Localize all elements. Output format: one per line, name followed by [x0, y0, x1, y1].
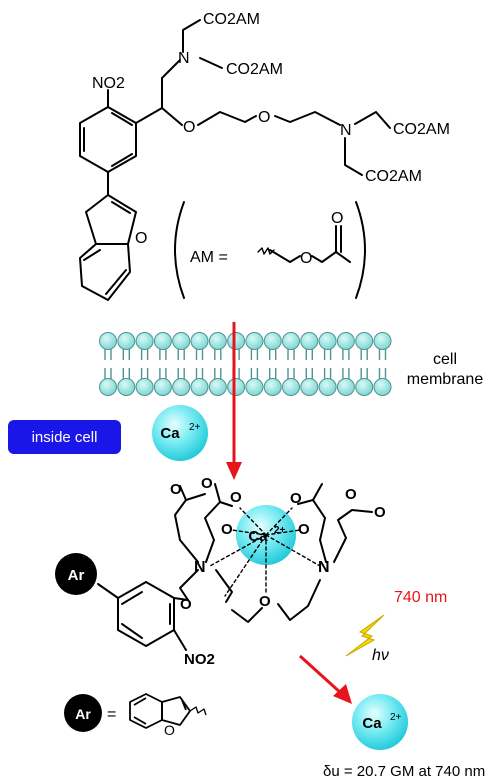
co2am-label-2: CO2AM	[226, 61, 283, 78]
ether-o-label-1: O	[183, 119, 195, 136]
lipid-head	[300, 332, 319, 350]
lipid-head	[227, 378, 246, 396]
lipid-head	[135, 332, 154, 350]
lipid-head	[172, 378, 191, 396]
lipid-head	[117, 332, 136, 350]
nitro-label: NO2	[92, 75, 125, 92]
ar-equals: =	[107, 706, 116, 723]
inside-cell-badge: inside cell	[8, 420, 121, 454]
lipid-head	[245, 332, 264, 350]
complex-o-1: O	[170, 481, 182, 498]
membrane-label-line2: membrane	[407, 371, 484, 388]
lipid-head	[300, 378, 319, 396]
lipid-head	[373, 332, 392, 350]
top-molecule	[79, 19, 391, 301]
lipid-head	[282, 378, 300, 396]
ether-o-label-2: O	[258, 109, 270, 126]
complex-amine-1: N	[194, 559, 206, 576]
membrane-label-line1: cell	[433, 351, 457, 368]
complex-labels: N N O O O O O O O O O O Ca 2+ NO2	[170, 475, 386, 668]
photon-label: hν	[372, 647, 389, 664]
lipid-head	[282, 332, 300, 350]
lipid-head	[117, 378, 136, 396]
lipid-head	[263, 332, 282, 350]
lightning-bolt-icon	[345, 614, 385, 657]
am-ester-o-label: O	[300, 250, 312, 267]
lipid-head	[336, 332, 355, 350]
lipid-head	[355, 332, 374, 350]
lipid-head	[355, 378, 374, 396]
lipid-head	[153, 332, 172, 350]
cross-section-label: δu = 20.7 GM at 740 nm	[323, 763, 485, 780]
lipid-head	[190, 378, 209, 396]
calcium-ion-released: Ca 2+	[352, 694, 408, 750]
released-ion-charge: 2+	[390, 712, 402, 723]
am-definition-label: AM =	[190, 249, 228, 266]
lipid-head	[99, 332, 117, 350]
lipid-head	[227, 332, 246, 350]
ar-furan-o: O	[164, 722, 175, 738]
am-carbonyl-o-label: O	[331, 210, 343, 227]
complex-nitro-label: NO2	[184, 651, 215, 668]
complex-ion-charge: 2+	[274, 525, 286, 536]
ar-benzo-ring	[129, 693, 163, 729]
ar-furan-ring	[161, 696, 191, 726]
lipid-head	[190, 332, 209, 350]
complex-o-9: O	[180, 596, 192, 613]
complex-o-8: O	[298, 521, 310, 538]
lipid-head	[373, 378, 392, 396]
complex-ion-symbol: Ca	[248, 528, 268, 545]
lipid-head	[336, 378, 355, 396]
complex-o-5: O	[290, 490, 302, 507]
lipid-head	[318, 378, 337, 396]
lipid-head	[153, 378, 172, 396]
furan-ring	[85, 194, 137, 245]
lipid-head	[318, 332, 337, 350]
lipid-head	[99, 378, 117, 396]
ar-definition: Ar = O	[64, 693, 207, 738]
lipid-head	[245, 378, 264, 396]
complex-amine-2: N	[318, 559, 330, 576]
ar-group-circle: Ar	[55, 553, 97, 595]
furan-o-label: O	[135, 230, 147, 247]
wavelength-label: 740 nm	[394, 589, 447, 606]
release-arrow	[298, 654, 352, 704]
co2am-label-3: CO2AM	[393, 121, 450, 138]
lipid-head	[135, 378, 154, 396]
lipid-head	[208, 378, 227, 396]
co2am-label-1: CO2AM	[203, 11, 260, 28]
lipid-head	[208, 332, 227, 350]
lipid-head	[172, 332, 191, 350]
top-molecule-labels: CO2AM CO2AM CO2AM CO2AM NO2 N N O O O AM…	[92, 11, 450, 267]
complex-o-4: O	[221, 521, 233, 538]
complex-nitro-ring	[117, 581, 175, 647]
complex-o-2: O	[201, 475, 213, 492]
amine-label-1: N	[178, 50, 190, 67]
complex-o-3: O	[230, 489, 242, 506]
complex-o-6: O	[345, 486, 357, 503]
released-ion-symbol: Ca	[362, 715, 382, 732]
uptake-arrow	[226, 322, 242, 480]
ion-charge: 2+	[189, 422, 201, 433]
complex-o-7: O	[374, 504, 386, 521]
benzo-ring	[79, 243, 131, 301]
ion-symbol: Ca	[160, 425, 180, 442]
calcium-complex	[97, 483, 373, 651]
ar-definition-circle-label: Ar	[75, 706, 91, 722]
cell-membrane	[99, 332, 392, 396]
amine-label-2: N	[340, 122, 352, 139]
ar-group-label: Ar	[68, 567, 85, 584]
nitrobenzene-ring	[79, 106, 137, 173]
complex-o-10: O	[259, 593, 271, 610]
co2am-label-4: CO2AM	[365, 168, 422, 185]
lipid-head	[263, 378, 282, 396]
calcium-ion-inside: Ca 2+	[152, 405, 208, 461]
